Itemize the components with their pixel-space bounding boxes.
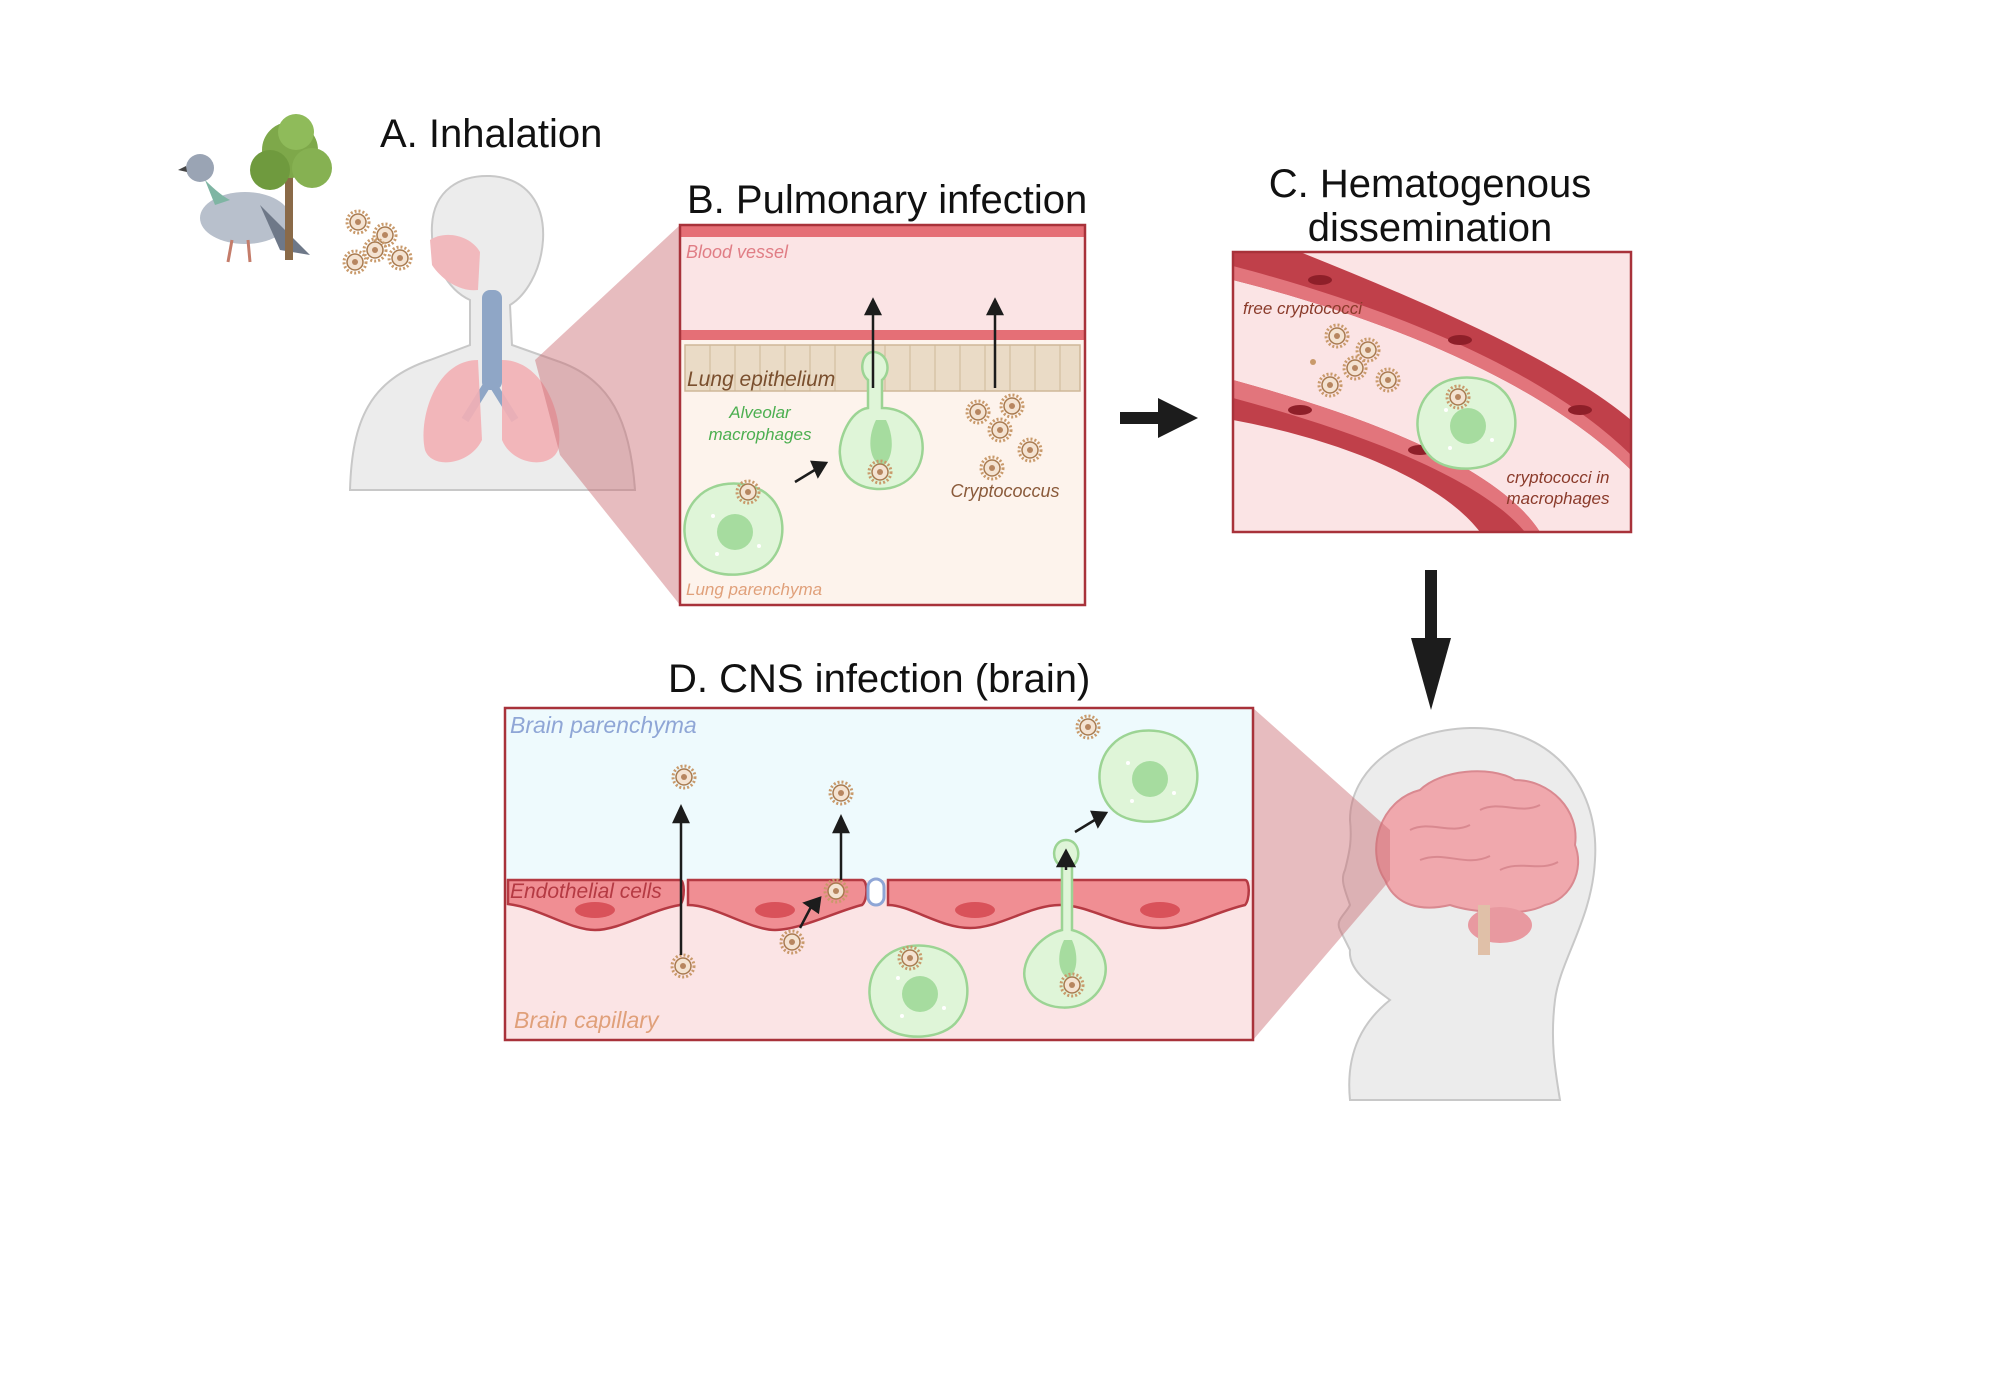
macrophage-transmigrating-epithelium: [838, 350, 924, 491]
panel-d-title: D. CNS infection (brain): [668, 657, 1091, 701]
panel-c-title-line2: dissemination: [1307, 206, 1553, 250]
label-alveolar-macrophages-line2: macrophages: [708, 425, 812, 444]
pigeon-icon: [178, 154, 310, 263]
capillary-macrophage-with-spore: [868, 944, 969, 1038]
brain-free-macrophage: [1098, 729, 1199, 823]
arrow-to-dissemination: [1120, 398, 1198, 438]
circulating-macrophage-with-spore: [1416, 376, 1517, 470]
label-endothelial-cells: Endothelial cells: [510, 880, 662, 903]
label-cryptococci-in-macrophages-line1: cryptococci in: [1507, 468, 1610, 487]
human-torso-icon: [348, 174, 637, 491]
label-brain-parenchyma: Brain parenchyma: [510, 712, 697, 738]
lung-arrows: [794, 297, 1005, 484]
panel-c-title-line1: C. Hematogenous: [1268, 162, 1592, 206]
panel-a-title: A. Inhalation: [380, 112, 603, 156]
label-lung-parenchyma: Lung parenchyma: [686, 580, 822, 599]
label-free-cryptococci: free cryptococci: [1243, 299, 1363, 318]
label-lung-epithelium: Lung epithelium: [687, 368, 835, 391]
label-brain-capillary: Brain capillary: [514, 1007, 660, 1033]
brain-macrophage-transmigrating: [1022, 838, 1107, 1009]
label-blood-vessel: Blood vessel: [686, 242, 789, 262]
label-alveolar-macrophages-line1: Alveolar: [728, 403, 792, 422]
free-cryptococci: [1310, 323, 1401, 398]
label-cryptococci-in-macrophages-line2: macrophages: [1506, 489, 1610, 508]
airborne-spores: [342, 209, 413, 275]
zoom-wedge-lung: [535, 225, 680, 605]
zoom-wedge-brain: [1253, 708, 1390, 1040]
brain-arrows: [672, 804, 1109, 955]
panel-b-title: B. Pulmonary infection: [687, 178, 1088, 222]
brain-icon: [1375, 770, 1580, 955]
tight-junction: [866, 877, 886, 907]
arrow-to-brain: [1411, 570, 1451, 710]
tree-icon: [250, 114, 332, 260]
label-cryptococcus: Cryptococcus: [950, 481, 1059, 501]
alveolar-macrophage-with-spore: [683, 479, 784, 576]
